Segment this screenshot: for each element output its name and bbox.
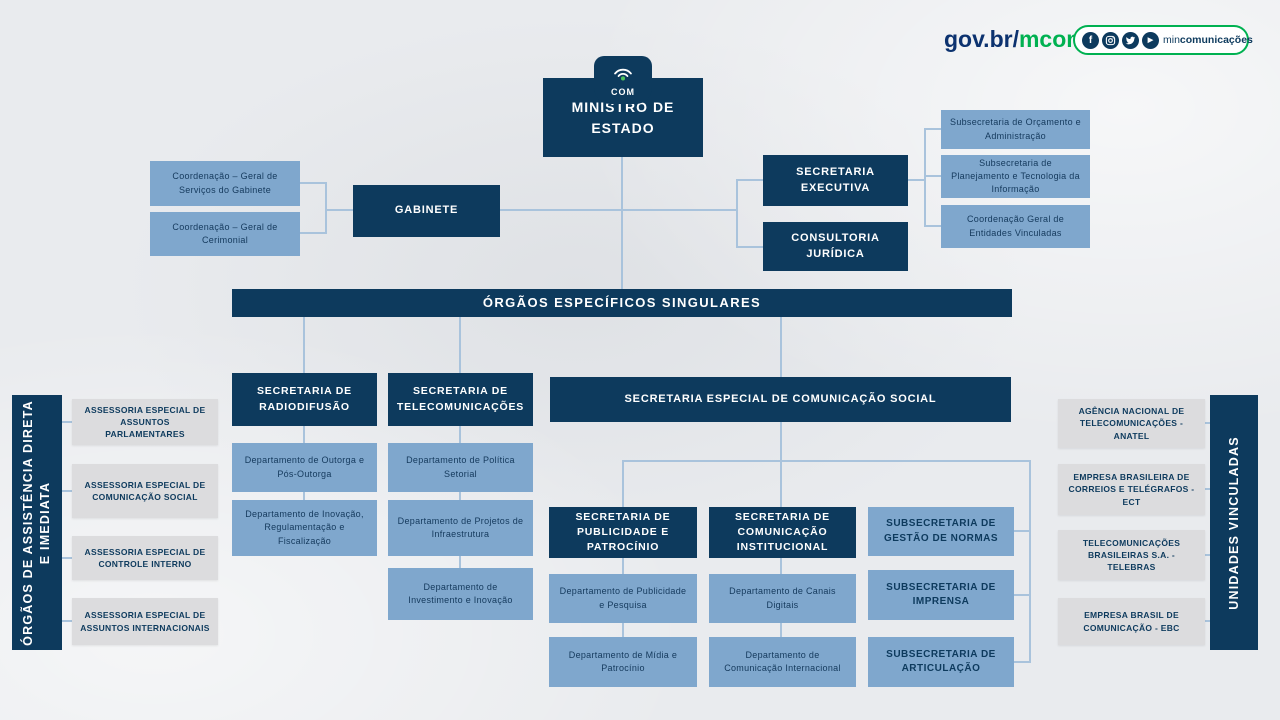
node-ministro: MINISTRO DE ESTADO [543, 78, 703, 157]
connector-line [1205, 620, 1210, 622]
connector-line [780, 460, 782, 509]
connector-line [62, 557, 72, 559]
node-secretaria-especial-comunicacao-social: SECRETARIA ESPECIAL DE COMUNICAÇÃO SOCIA… [550, 377, 1011, 422]
connector-line [924, 128, 941, 130]
connector-line [1205, 488, 1210, 490]
node-dep-outorga: Departamento de Outorga e Pós-Outorga [232, 443, 377, 492]
node-dep-publicidade-pesquisa: Departamento de Publicidade e Pesquisa [549, 574, 697, 623]
node-assessoria-assuntos-internacionais: ASSESSORIA ESPECIAL DE ASSUNTOS INTERNAC… [72, 598, 218, 645]
node-dep-canais-digitais: Departamento de Canais Digitais [709, 574, 856, 623]
connector-line [924, 175, 941, 177]
connector-line [459, 317, 461, 373]
badge-label: COM [611, 86, 635, 97]
connector-line [1014, 661, 1029, 663]
connector-line [1029, 460, 1031, 663]
facebook-icon: f [1082, 31, 1099, 49]
govbr-mcom-logo: gov.br/mcom [944, 26, 1087, 53]
social-media-pill: f ▶ mincomunicações [1073, 25, 1253, 55]
instagram-icon [1102, 31, 1119, 49]
connector-line [736, 179, 738, 248]
twitter-icon [1122, 31, 1139, 49]
connector-line [62, 490, 72, 492]
group-unidades-vinculadas-label: UNIDADES VINCULADAS [1226, 435, 1241, 610]
node-assessoria-controle-interno: ASSESSORIA ESPECIAL DE CONTROLE INTERNO [72, 536, 218, 580]
node-secretaria-publicidade-patrocinio: SECRETARIA DE PUBLICIDADE E PATROCÍNIO [549, 507, 697, 558]
connector-line [325, 209, 353, 211]
node-secretaria-radiodifusao: SECRETARIA DE RADIODIFUSÃO [232, 373, 377, 426]
mcom-logo-badge: COM [594, 56, 652, 104]
connector-line [622, 460, 624, 509]
connector-line [303, 317, 305, 373]
node-subsec-planejamento: Subsecretaria de Planejamento e Tecnolog… [941, 155, 1090, 198]
connector-line [62, 421, 72, 423]
node-gabinete: GABINETE [353, 185, 500, 237]
node-anatel: AGÊNCIA NACIONAL DE TELECOMUNICAÇÕES - A… [1058, 399, 1205, 448]
node-dep-midia-patrocinio: Departamento de Mídia e Patrocínio [549, 637, 697, 687]
node-dep-inovacao-regulamentacao: Departamento de Inovação, Regulamentação… [232, 500, 377, 556]
node-secretaria-executiva: SECRETARIA EXECUTIVA [763, 155, 908, 206]
node-dep-investimento-inovacao: Departamento de Investimento e Inovação [388, 568, 533, 620]
connector-line [908, 179, 925, 181]
node-dep-politica-setorial: Departamento de Política Setorial [388, 443, 533, 492]
node-coord-cerimonial: Coordenação – Geral de Cerimonial [150, 212, 300, 256]
social-handle: mincomunicações [1163, 34, 1253, 46]
connector-line [622, 460, 1031, 462]
node-orgaos-especificos-singulares: ÓRGÃOS ESPECÍFICOS SINGULARES [232, 289, 1012, 317]
connector-line [300, 232, 325, 234]
node-assessoria-comunicacao-social: ASSESSORIA ESPECIAL DE COMUNICAÇÃO SOCIA… [72, 464, 218, 518]
group-orgaos-assistencia: ÓRGÃOS DE ASSISTÊNCIA DIRETA E IMEDIATA [12, 395, 62, 650]
connector-line [924, 128, 926, 227]
connector-line [1205, 554, 1210, 556]
node-dep-projetos-infraestrutura: Departamento de Projetos de Infraestrutu… [388, 500, 533, 556]
connector-line [500, 209, 621, 211]
node-dep-comunicacao-internacional: Departamento de Comunicação Internaciona… [709, 637, 856, 687]
youtube-icon: ▶ [1142, 31, 1159, 49]
node-correios-ect: EMPRESA BRASILEIRA DE CORREIOS E TELÉGRA… [1058, 464, 1205, 515]
antenna-icon [610, 64, 636, 86]
connector-line [300, 182, 325, 184]
connector-line [621, 157, 623, 290]
connector-line [621, 209, 738, 211]
node-assessoria-parlamentares: ASSESSORIA ESPECIAL DE ASSUNTOS PARLAMEN… [72, 399, 218, 445]
connector-line [780, 317, 782, 377]
node-telebras: TELECOMUNICAÇÕES BRASILEIRAS S.A. - TELE… [1058, 530, 1205, 580]
connector-line [459, 426, 461, 572]
connector-line [62, 620, 72, 622]
govbr-text: gov.br/ [944, 26, 1019, 52]
node-subsecretaria-imprensa: SUBSECRETARIA DE IMPRENSA [868, 570, 1014, 620]
node-secretaria-telecomunicacoes: SECRETARIA DE TELECOMUNICAÇÕES [388, 373, 533, 426]
connector-line [1014, 530, 1029, 532]
connector-line [736, 179, 763, 181]
node-coord-servicos-gabinete: Coordenação – Geral de Serviços do Gabin… [150, 161, 300, 206]
node-subsec-orcamento: Subsecretaria de Orçamento e Administraç… [941, 110, 1090, 149]
connector-line [736, 246, 763, 248]
connector-line [325, 182, 327, 234]
node-subsecretaria-gestao-normas: SUBSECRETARIA DE GESTÃO DE NORMAS [868, 507, 1014, 556]
node-coord-entidades-vinculadas: Coordenação Geral de Entidades Vinculada… [941, 205, 1090, 248]
node-secretaria-comunicacao-institucional: SECRETARIA DE COMUNICAÇÃO INSTITUCIONAL [709, 507, 856, 558]
node-ebc: EMPRESA BRASIL DE COMUNICAÇÃO - EBC [1058, 598, 1205, 645]
connector-line [780, 422, 782, 462]
node-consultoria-juridica: CONSULTORIA JURÍDICA [763, 222, 908, 271]
group-orgaos-assistencia-label: ÓRGÃOS DE ASSISTÊNCIA DIRETA E IMEDIATA [21, 399, 52, 646]
node-subsecretaria-articulacao: SUBSECRETARIA DE ARTICULAÇÃO [868, 637, 1014, 687]
connector-line [1014, 594, 1029, 596]
connector-line [1205, 422, 1210, 424]
connector-line [924, 225, 941, 227]
group-unidades-vinculadas: UNIDADES VINCULADAS [1210, 395, 1258, 650]
